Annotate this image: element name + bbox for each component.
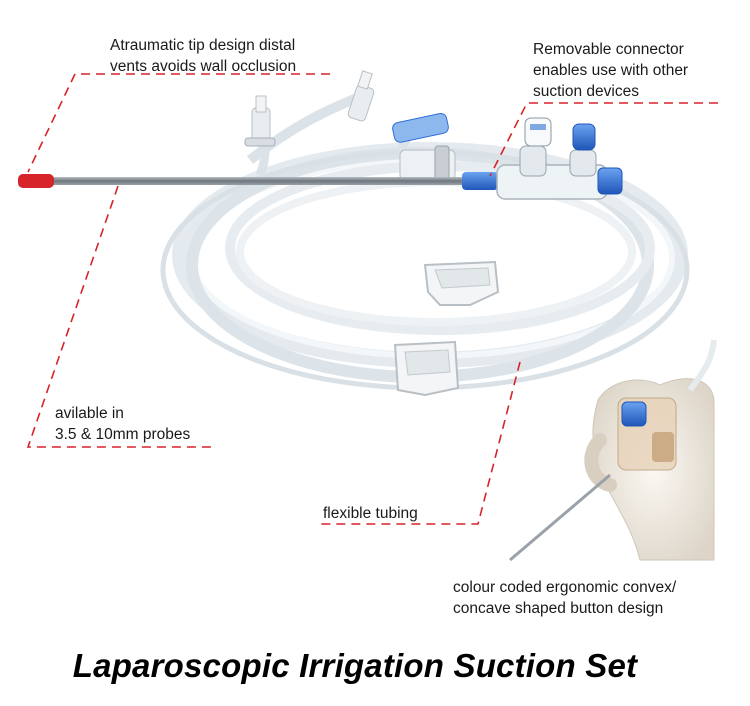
probe-nut [462, 172, 498, 190]
inset-hand-photo [509, 339, 717, 562]
callout-line-connector [489, 102, 718, 177]
suction-probe [18, 172, 498, 190]
callout-text: 3.5 & 10mm probes [55, 426, 191, 443]
callout-probes: avilable in 3.5 & 10mm probes [55, 403, 190, 445]
inset-button [621, 401, 647, 427]
luer-spike [244, 95, 276, 147]
callout-tubing: flexible tubing [323, 503, 418, 524]
tubing-clamp [393, 340, 460, 397]
inset-probe [509, 473, 611, 562]
callout-text: Atraumatic tip design distal [110, 37, 296, 54]
callout-text: Removable connector [533, 41, 684, 58]
probe-shaft [52, 177, 472, 185]
valve-handle [496, 117, 623, 200]
valve-button [572, 123, 596, 151]
callout-connector: Removable connector enables use with oth… [533, 39, 688, 102]
callout-button-design: colour coded ergonomic convex/ concave s… [453, 577, 676, 619]
connector-cap [597, 167, 623, 195]
callout-text: enables use with other [533, 62, 689, 79]
callout-text: vents avoids wall occlusion [110, 58, 297, 75]
valve-button [524, 117, 552, 147]
callout-line-probes [26, 185, 212, 448]
callout-line-tubing [320, 361, 521, 525]
luer-spike [347, 70, 375, 122]
callout-text: colour coded ergonomic convex/ [453, 579, 677, 596]
callout-lines [26, 73, 718, 525]
callout-line-tip [27, 73, 330, 173]
callout-text: flexible tubing [323, 505, 418, 522]
tubing-clamp [423, 260, 500, 306]
callout-text: concave shaped button design [453, 600, 664, 617]
callout-text: avilable in [55, 405, 124, 422]
callout-tip: Atraumatic tip design distal vents avoid… [110, 35, 296, 77]
callout-text: suction devices [533, 83, 639, 100]
page-title: Laparoscopic Irrigation Suction Set [72, 647, 638, 684]
probe-tip [18, 174, 54, 188]
